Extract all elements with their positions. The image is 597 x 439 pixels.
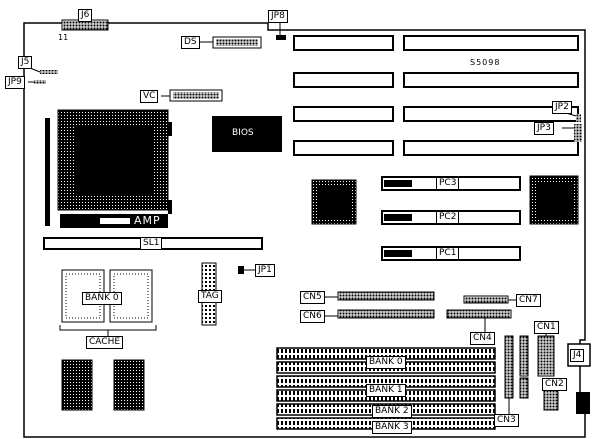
cn-connector <box>519 377 529 399</box>
chipset-chip-core <box>318 186 350 218</box>
label-cn4: CN4 <box>470 332 495 345</box>
cn1-connector <box>537 335 555 377</box>
cn4-connector <box>446 309 512 319</box>
label-j4: J4 <box>570 349 585 362</box>
label-jp2: JP2 <box>552 101 572 114</box>
isa-slot <box>293 72 394 88</box>
pci-slot-key <box>384 214 412 221</box>
vc-switch-keys <box>173 92 219 99</box>
label-cn1: CN1 <box>534 321 559 334</box>
label-bank3: BANK 3 <box>372 421 412 434</box>
label-jp1: JP1 <box>255 264 275 277</box>
chipset-chip-core <box>536 182 572 218</box>
label-part-number: S5098 <box>470 58 501 67</box>
label-jp8: JP8 <box>268 10 288 23</box>
cpu-socket-tab <box>168 122 172 136</box>
label-bank0: BANK 0 <box>366 356 406 369</box>
j4-port-block <box>576 392 590 414</box>
label-ds: DS <box>181 36 200 49</box>
cpu-socket-core <box>75 125 153 195</box>
isa-slot <box>293 106 394 122</box>
ds-switch-keys <box>216 39 258 46</box>
label-vc: VC <box>140 90 159 103</box>
label-jp3: JP3 <box>534 122 554 135</box>
label-pc2: PC2 <box>436 211 460 224</box>
label-cn7: CN7 <box>516 294 541 307</box>
jp3-jumper <box>574 124 582 142</box>
cn3-connector <box>504 335 514 399</box>
label-j6: J6 <box>78 9 93 22</box>
cn6-connector <box>337 309 435 319</box>
j5-header <box>40 70 58 74</box>
cn7-connector <box>463 295 509 304</box>
jp1-jumper <box>238 266 244 274</box>
label-bios: BIOS <box>232 128 254 138</box>
board-outline <box>23 22 586 438</box>
label-bank1: BANK 1 <box>366 384 406 397</box>
label-cn3: CN3 <box>494 414 519 427</box>
cpu-socket-base-mark <box>100 218 130 224</box>
label-bank0-cache: BANK 0 <box>82 292 122 305</box>
cache-chip <box>61 359 93 411</box>
jp9-jumper <box>34 80 46 84</box>
label-tag: TAG <box>198 290 222 303</box>
label-cn6: CN6 <box>300 310 325 323</box>
label-pc1: PC1 <box>436 247 460 260</box>
label-cache: CACHE <box>86 336 124 349</box>
isa-slot <box>403 35 579 51</box>
cn5-connector <box>337 291 435 301</box>
cpu-socket-lever <box>45 118 50 226</box>
label-pc3: PC3 <box>436 177 460 190</box>
isa-slot <box>403 72 579 88</box>
cache-bracket <box>59 325 157 331</box>
label-j5: J5 <box>18 56 33 69</box>
jp2-jumper <box>576 114 581 122</box>
pci-slot-key <box>384 180 412 187</box>
isa-slot <box>403 140 579 156</box>
cn-connector <box>519 335 529 377</box>
label-cn5: CN5 <box>300 291 325 304</box>
bios-chip <box>212 116 282 152</box>
isa-slot <box>293 35 394 51</box>
cache-chip <box>113 359 145 411</box>
label-j6-pin: 11 <box>58 33 69 42</box>
cpu-socket-tab <box>168 200 172 214</box>
pci-slot-key <box>384 250 412 257</box>
label-jp9: JP9 <box>5 76 25 89</box>
isa-slot <box>293 140 394 156</box>
label-bank2: BANK 2 <box>372 405 412 418</box>
label-sl1: SL1 <box>140 237 163 250</box>
label-cn2: CN2 <box>542 378 567 391</box>
jp8-jumper <box>276 35 286 40</box>
label-amp: AMP <box>134 214 161 227</box>
